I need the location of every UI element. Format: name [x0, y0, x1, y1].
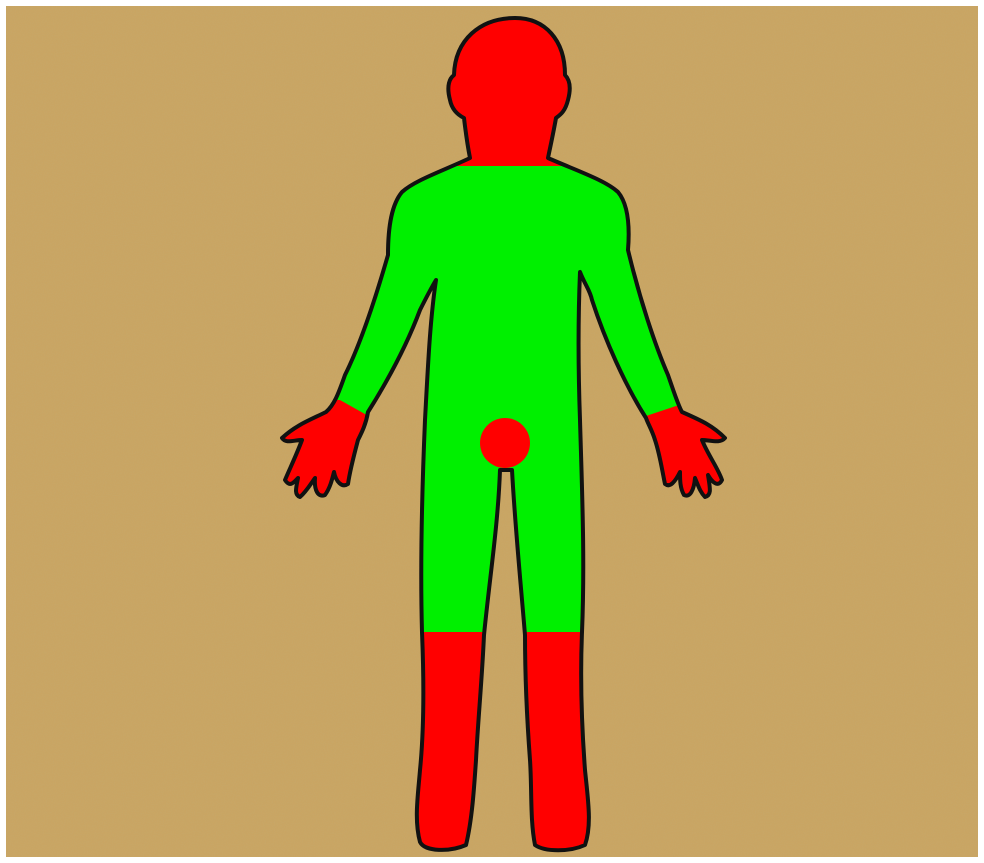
- groin-region: [480, 418, 530, 468]
